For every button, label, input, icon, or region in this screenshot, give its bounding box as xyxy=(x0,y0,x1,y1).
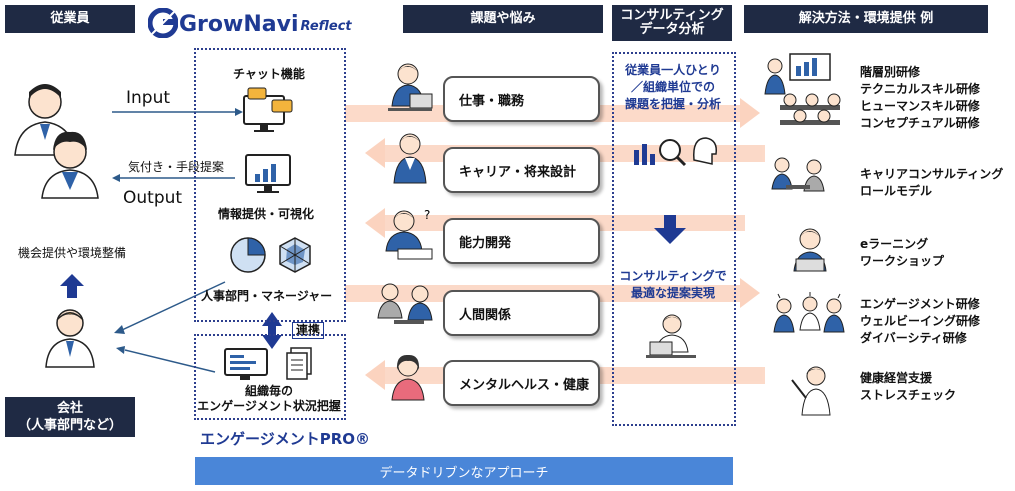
consulting-box xyxy=(612,52,736,426)
logo-sub: Reflect xyxy=(300,19,352,34)
issue-skill-development: 能力開発 xyxy=(443,218,600,264)
input-label: Input xyxy=(126,88,171,108)
svg-text:?: ? xyxy=(424,208,430,222)
consulting-header: コンサルティング データ分析 xyxy=(612,5,732,41)
worker-laptop-icon xyxy=(388,63,433,111)
opportunity-label: 機会提供や環境整備 xyxy=(18,246,127,260)
solution-career-consulting: キャリアコンサルティング ロールモデル xyxy=(860,167,1004,198)
engagement-monitor-icon xyxy=(224,348,268,380)
consulting-proposal-text: コンサルティングで 最適な提案実現 xyxy=(619,269,727,300)
grownavi-feature-box xyxy=(194,48,346,322)
issue-mental-health: メンタルヘルス・健康 xyxy=(443,360,600,406)
solution-health-support: 健康経営支援 ストレスチェック xyxy=(860,371,957,402)
analysis-icon xyxy=(634,137,718,167)
radar-chart-icon xyxy=(279,237,311,273)
hr-manager-label: 人事部門・マネージャー xyxy=(201,289,333,303)
engagement-box xyxy=(194,334,346,420)
issue-career: キャリア・将来設計 xyxy=(443,147,600,193)
meeting-people-icon xyxy=(377,283,433,324)
studying-man-icon: ? xyxy=(385,208,433,260)
pie-chart-icon xyxy=(230,237,266,273)
elearning-icon xyxy=(793,228,827,272)
stressed-woman-icon xyxy=(391,354,425,401)
issue-work: 仕事・職務 xyxy=(443,76,600,122)
chat-monitor-icon xyxy=(243,87,293,132)
solution-elearning: eラーニング ワークショップ xyxy=(860,237,945,268)
engagement-pro-brand: エンゲージメントPRO® xyxy=(200,430,370,448)
engagement-training-icon xyxy=(773,292,845,333)
training-class-icon xyxy=(764,53,841,125)
employees-icon xyxy=(14,84,99,199)
bar-chart-monitor-icon xyxy=(245,154,291,193)
thinking-man-icon xyxy=(393,133,427,184)
info-feature-label: 情報提供・可視化 xyxy=(218,207,315,221)
insight-label: 気付き・手段提案 xyxy=(128,160,225,174)
grownavi-logo-icon xyxy=(148,8,178,38)
solutions-header: 解決方法・環境提供 例 xyxy=(744,5,988,33)
engagement-box-label: 組織毎の エンゲージメント状況把握 xyxy=(197,384,341,413)
grownavi-logo: GrowNavi Reflect xyxy=(148,8,352,38)
solution-engagement-training: エンゲージメント研修 ウェルビーイング研修 ダイバーシティ研修 xyxy=(860,297,981,345)
solution-tiered-training: 階層別研修 テクニカルスキル研修 ヒューマンスキル研修 コンセプチュアル研修 xyxy=(860,65,981,130)
career-consulting-icon xyxy=(771,157,825,192)
company-person-icon xyxy=(45,309,95,368)
issue-relationships: 人間関係 xyxy=(443,290,600,336)
employee-header: 従業員 xyxy=(5,5,135,33)
health-support-icon xyxy=(791,366,831,416)
issues-header: 課題や悩み xyxy=(403,5,603,33)
logo-main: GrowNavi xyxy=(179,12,299,37)
consulting-analysis-text: 従業員一人ひとり ／組織単位での 課題を把握・分析 xyxy=(624,63,721,111)
output-label: Output xyxy=(123,188,183,208)
consultant-laptop-icon xyxy=(646,314,696,358)
chat-feature-label: チャット機能 xyxy=(233,67,305,81)
company-header: 会社 （人事部門など） xyxy=(5,397,135,437)
data-driven-footer: データドリブンなアプローチ xyxy=(195,457,733,485)
document-icon xyxy=(286,347,312,380)
